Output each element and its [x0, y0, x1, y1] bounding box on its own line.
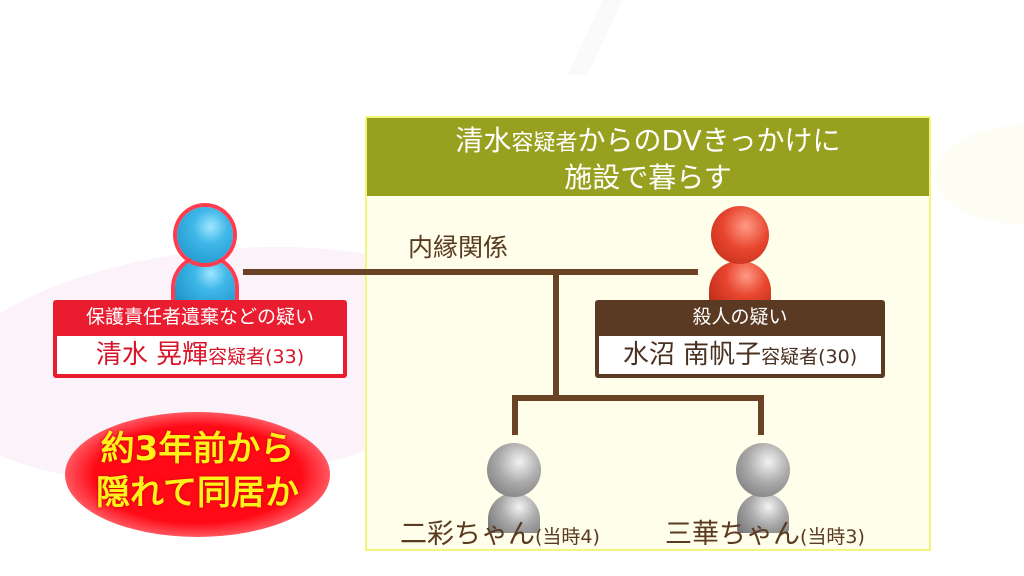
relationship-label: 内縁関係 — [408, 233, 509, 262]
father-figure-icon — [170, 203, 240, 303]
father-suspicion: 保護責任者遺棄などの疑い — [85, 306, 314, 328]
callout-line1: 約3年前から — [100, 429, 295, 469]
mother-card: 殺人の疑い 水沼 南帆子容疑者(30) — [595, 300, 885, 378]
child1-age: (当時4) — [535, 526, 600, 548]
child2-name: 三華ちゃん — [665, 519, 800, 550]
partner-line — [243, 269, 698, 275]
mother-figure-icon — [705, 203, 775, 303]
father-name: 清水 晃輝 — [95, 340, 209, 370]
title-line2: 施設で暮らす — [564, 161, 732, 194]
child2-figure-icon — [733, 443, 793, 533]
background-slash — [567, 0, 623, 75]
children-stem-line — [553, 272, 559, 400]
callout-text: 約3年前から 隠れて同居か — [65, 427, 330, 515]
title-rest: からのDVきっかけに — [577, 124, 841, 157]
father-card: 保護責任者遺棄などの疑い 清水 晃輝容疑者(33) — [53, 300, 347, 378]
children-bracket-line — [512, 395, 764, 401]
mother-name: 水沼 南帆子 — [622, 340, 762, 370]
child2-age: (当時3) — [800, 526, 865, 548]
mother-suffix: 容疑者(30) — [761, 346, 858, 368]
title-suffix: 容疑者 — [511, 131, 578, 156]
child1-label: 二彩ちゃん(当時4) — [400, 512, 600, 551]
child1-name: 二彩ちゃん — [400, 519, 535, 550]
title-name: 清水 — [455, 124, 512, 157]
father-name-box: 清水 晃輝容疑者(33) — [57, 336, 343, 374]
father-suffix: 容疑者(33) — [208, 346, 305, 368]
panel-title: 清水容疑者からのDVきっかけに 施設で暮らす — [367, 118, 929, 196]
background-swoosh-right — [935, 125, 1024, 225]
child2-label: 三華ちゃん(当時3) — [665, 512, 865, 551]
child1-figure-icon — [484, 443, 544, 533]
mother-name-box: 水沼 南帆子容疑者(30) — [599, 336, 881, 374]
child1-drop-line — [512, 395, 518, 435]
child2-drop-line — [758, 395, 764, 435]
callout-line2: 隠れて同居か — [96, 473, 299, 513]
callout-burst — [65, 412, 330, 537]
mother-suspicion: 殺人の疑い — [692, 306, 788, 328]
